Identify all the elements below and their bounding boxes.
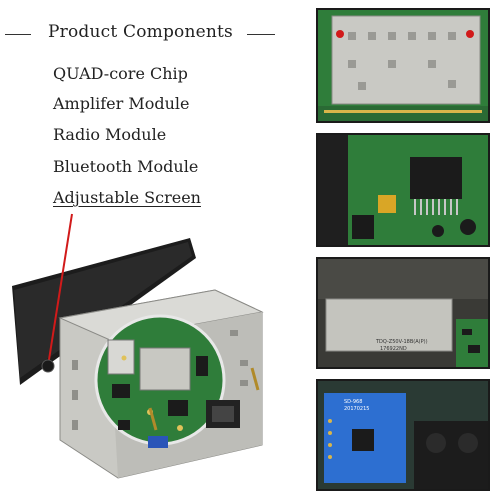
head-unit-illustration — [12, 213, 264, 479]
title-rule-right — [247, 34, 275, 35]
feature-amplifier-module: Amplifer Module — [53, 94, 190, 113]
radio-label-line1: TDQ-Z50V-18B(A(P)) — [375, 339, 428, 345]
quad-core-chip-photo — [318, 10, 488, 121]
screen-hinge — [41, 359, 55, 373]
bluetooth-module-panel: SD-968 20170215 — [316, 379, 490, 491]
page-title: Product Components — [48, 22, 233, 42]
feature-quad-core-chip: QUAD-core Chip — [53, 64, 188, 83]
amplifier-module-photo — [318, 135, 488, 245]
section-title: Product Components — [0, 20, 300, 48]
radio-module-photo: TDQ-Z50V-18B(A(P)) 176922ND — [318, 259, 488, 367]
pointer-line — [47, 213, 73, 367]
radio-shield — [325, 298, 453, 352]
quad-core-chip-panel — [316, 8, 490, 123]
pcb-shield — [139, 347, 191, 391]
bluetooth-label-line1: SD-968 — [344, 399, 362, 405]
usb-port — [148, 436, 168, 448]
radio-label-line2: 176922ND — [380, 346, 407, 352]
feature-radio-module: Radio Module — [53, 125, 167, 144]
amplifier-module-panel — [316, 133, 490, 247]
feature-adjustable-screen: Adjustable Screen — [53, 188, 201, 207]
amplifier-chip — [410, 157, 462, 199]
feature-bluetooth-module: Bluetooth Module — [53, 157, 199, 176]
bluetooth-label-line2: 20170215 — [344, 406, 369, 412]
radio-module-panel: TDQ-Z50V-18B(A(P)) 176922ND — [316, 257, 490, 369]
title-rule-left — [5, 34, 31, 35]
bluetooth-module-photo: SD-968 20170215 — [318, 381, 488, 489]
